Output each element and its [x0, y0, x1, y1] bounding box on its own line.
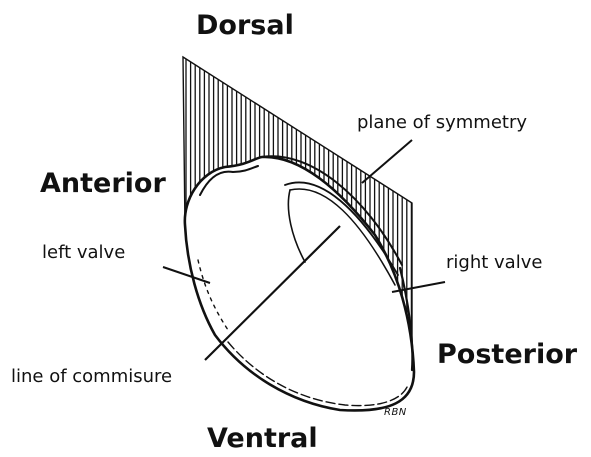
anterior-label: Anterior [40, 170, 166, 197]
right-valve-label: right valve [446, 254, 542, 272]
plane-of-symmetry-label: plane of symmetry [357, 114, 527, 132]
left-valve-label: left valve [42, 244, 125, 262]
dorsal-label: Dorsal [196, 12, 294, 39]
artist-signature: RBN [384, 408, 407, 418]
line-of-commisure-label: line of commisure [11, 368, 172, 386]
leader-plane-of-symmetry [362, 140, 412, 183]
posterior-label: Posterior [437, 341, 577, 368]
ventral-label: Ventral [207, 425, 318, 452]
